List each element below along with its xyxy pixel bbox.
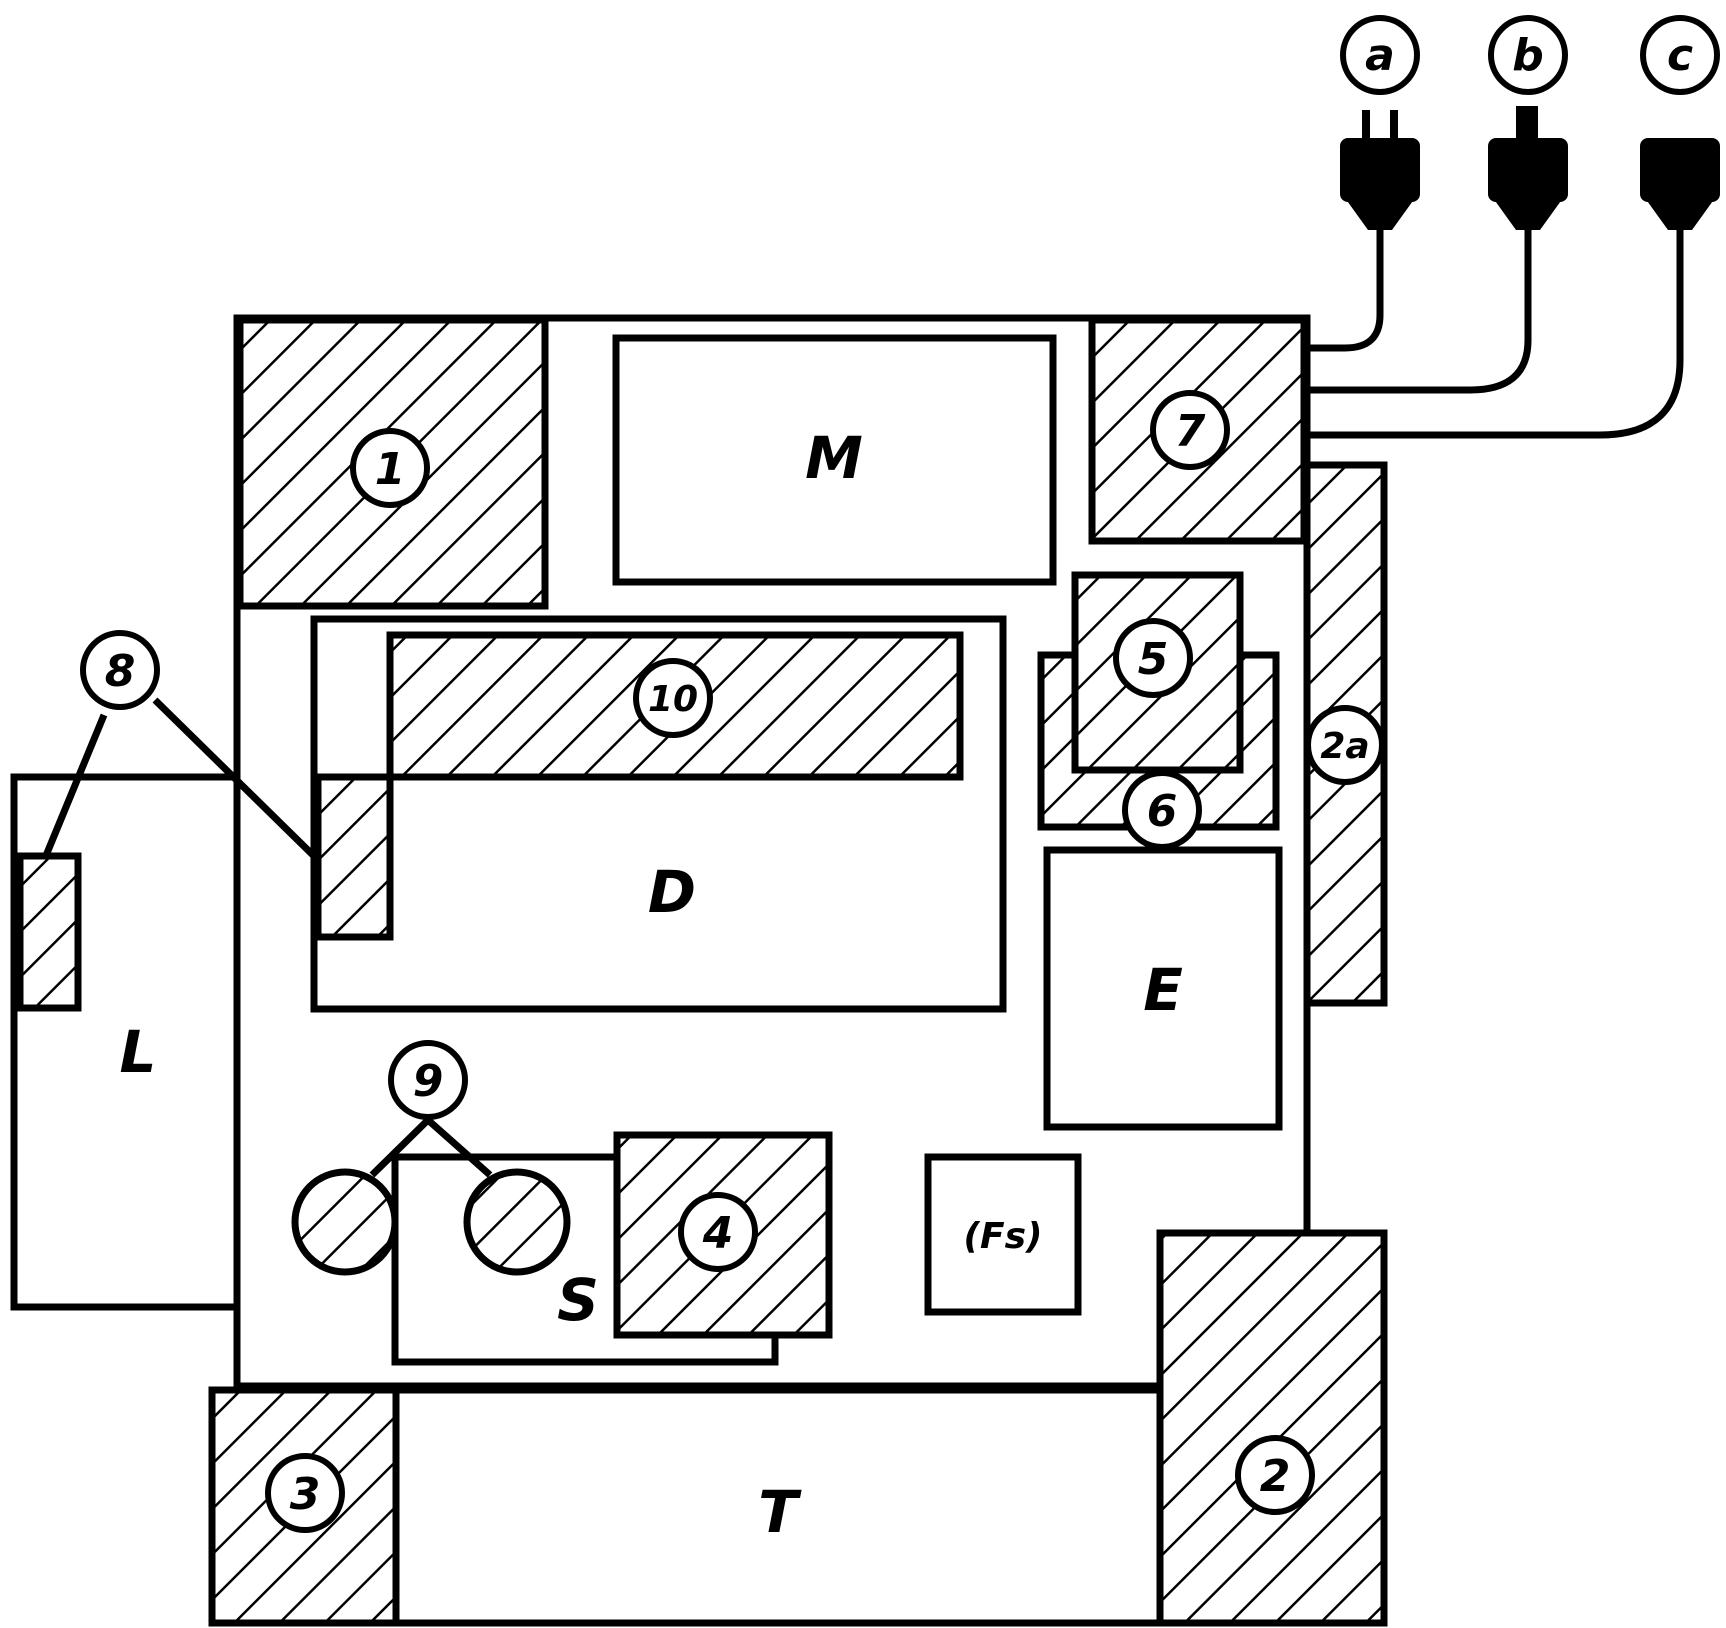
hatch-2: [1156, 1229, 1388, 1627]
label-E: E: [1143, 956, 1183, 1024]
marker-1: 1: [375, 444, 406, 495]
plug-b-label: b: [1512, 30, 1544, 81]
plug-a-label: a: [1365, 30, 1395, 81]
label-M: M: [805, 424, 863, 492]
label-T: T: [758, 1478, 802, 1546]
marker-9-circle: [388, 1040, 468, 1120]
label-D: D: [648, 858, 696, 926]
leader-9-left: [369, 1117, 431, 1178]
hatch-8-left: [16, 852, 82, 1012]
marker-10: 10: [648, 679, 698, 720]
block-T: [392, 1386, 1164, 1627]
marker-8-circle: [80, 630, 160, 710]
label-L: L: [120, 1018, 157, 1086]
marker-7-circle: [1150, 390, 1230, 470]
block-Fs: [924, 1153, 1082, 1316]
plug-c-label: c: [1667, 30, 1693, 81]
marker-5: 5: [1138, 634, 1169, 685]
marker-2: 2: [1260, 1451, 1291, 1502]
marker-4-circle: [678, 1192, 758, 1272]
cord-b: [1307, 210, 1532, 394]
plug-c-circle: [1640, 15, 1720, 95]
plug-a-circle: [1340, 15, 1420, 95]
marker-2-circle: [1235, 1435, 1315, 1515]
plug-b-circle: [1488, 15, 1568, 95]
marker-7: 7: [1175, 406, 1206, 457]
leader-8-right: [152, 697, 321, 863]
cord-c: [1307, 210, 1684, 439]
marker-6: 6: [1147, 786, 1178, 837]
label-Fs: (Fs): [964, 1216, 1043, 1257]
block-M: [612, 334, 1057, 586]
marker-10-circle: [633, 658, 713, 738]
plug-a-icon: [1340, 110, 1420, 230]
marker-5-circle: [1113, 618, 1193, 698]
marker-6-circle: [1122, 770, 1202, 850]
hatch-8-inner: [314, 773, 394, 941]
block-E: [1043, 846, 1283, 1131]
marker-3: 3: [290, 1469, 321, 1520]
plug-b-icon: [1488, 106, 1568, 230]
hatch-9-left: [291, 1168, 399, 1276]
cord-a: [1307, 210, 1384, 352]
leader-8-left: [41, 713, 108, 860]
marker-8: 8: [105, 646, 136, 697]
label-S: S: [557, 1266, 599, 1334]
leader-9-right: [425, 1117, 493, 1178]
plug-c-icon: [1640, 138, 1720, 230]
marker-1-circle: [350, 428, 430, 508]
hatch-9-right: [463, 1168, 571, 1276]
marker-3-circle: [265, 1453, 345, 1533]
marker-4: 4: [702, 1208, 734, 1259]
marker-9: 9: [413, 1056, 444, 1107]
marker-2a-circle: [1305, 705, 1385, 785]
marker-2a: 2a: [1320, 726, 1369, 767]
